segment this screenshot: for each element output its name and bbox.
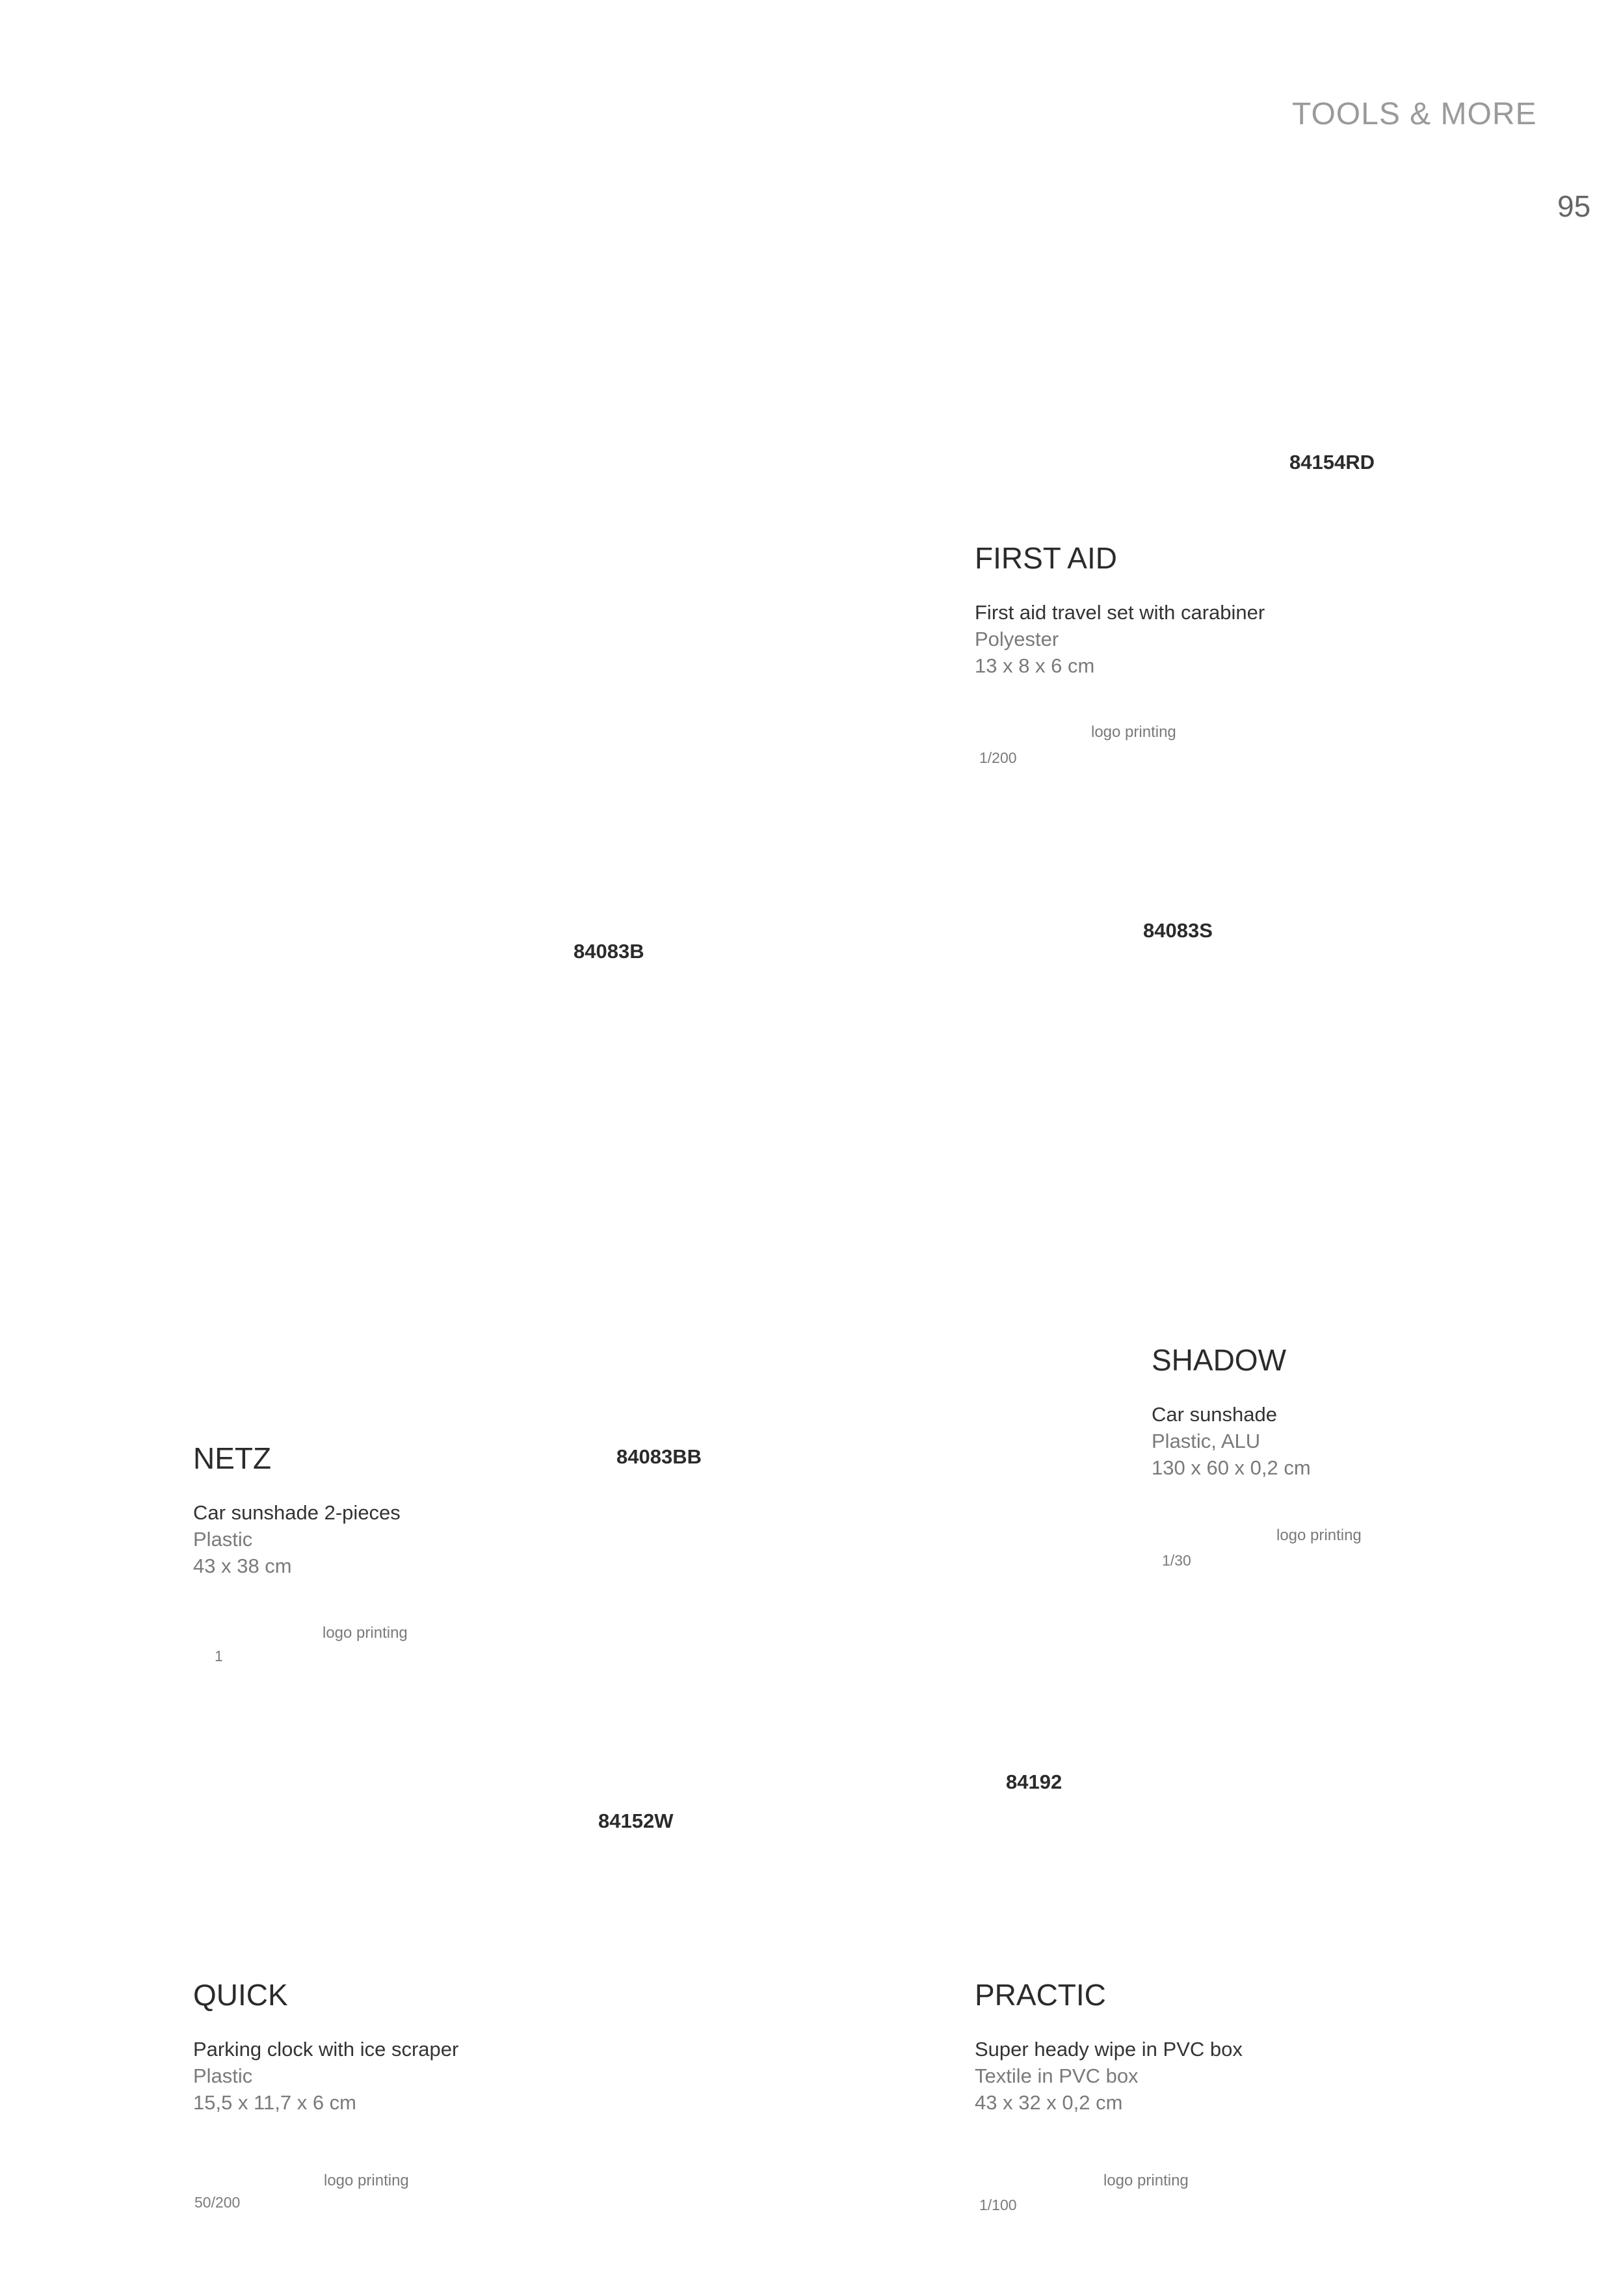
product-description: Car sunshade 2-pieces	[193, 1501, 401, 1524]
product-netz: NETZ Car sunshade 2-pieces Plastic 43 x …	[193, 1443, 401, 1579]
printing-label: logo printing	[324, 2172, 409, 2189]
product-shadow: SHADOW Car sunshade Plastic, ALU 130 x 6…	[1152, 1345, 1311, 1481]
product-size: 130 x 60 x 0,2 cm	[1152, 1456, 1311, 1479]
product-material: Plastic	[193, 1528, 253, 1551]
product-description: Super heady wipe in PVC box	[975, 2038, 1243, 2061]
product-code-84083b: 84083B	[574, 940, 644, 963]
packing-quantity: 50/200	[194, 2194, 241, 2211]
printing-label: logo printing	[1091, 723, 1176, 741]
product-material: Plastic, ALU	[1152, 1430, 1261, 1452]
product-size: 43 x 38 cm	[193, 1555, 292, 1577]
printing-label: logo printing	[1276, 1527, 1362, 1544]
printing-label: logo printing	[1103, 2172, 1189, 2189]
product-description: Parking clock with ice scraper	[193, 2038, 459, 2061]
product-code-quick: 84152W	[598, 1809, 674, 1832]
product-practic: PRACTIC Super heady wipe in PVC box Text…	[975, 1980, 1243, 2116]
printing-label: logo printing	[323, 1624, 408, 1642]
product-size: 43 x 32 x 0,2 cm	[975, 2091, 1123, 2114]
product-size: 13 x 8 x 6 cm	[975, 654, 1095, 677]
product-name: SHADOW	[1152, 1343, 1286, 1377]
packing-quantity: 1	[215, 1648, 223, 1664]
product-description: First aid travel set with carabiner	[975, 601, 1265, 624]
product-size: 15,5 x 11,7 x 6 cm	[193, 2091, 356, 2114]
packing-quantity: 1/30	[1162, 1552, 1191, 1569]
product-name: QUICK	[193, 1978, 288, 2012]
product-code-84083bb: 84083BB	[616, 1445, 702, 1468]
product-material: Plastic	[193, 2064, 253, 2087]
product-description: Car sunshade	[1152, 1403, 1278, 1426]
product-name: FIRST AID	[975, 541, 1117, 575]
section-title: TOOLS & MORE	[1292, 97, 1537, 131]
packing-quantity: 1/200	[979, 749, 1017, 766]
product-code-84083s: 84083S	[1143, 919, 1213, 942]
product-material: Textile in PVC box	[975, 2064, 1139, 2087]
product-code-first-aid: 84154RD	[1289, 451, 1375, 474]
product-material: Polyester	[975, 628, 1059, 650]
product-name: NETZ	[193, 1441, 272, 1475]
packing-quantity: 1/100	[979, 2196, 1017, 2213]
product-code-practic: 84192	[1006, 1770, 1062, 1793]
product-first-aid: FIRST AID First aid travel set with cara…	[975, 543, 1265, 679]
product-name: PRACTIC	[975, 1978, 1106, 2012]
product-quick: QUICK Parking clock with ice scraper Pla…	[193, 1980, 458, 2116]
page-number: 95	[1557, 189, 1591, 223]
